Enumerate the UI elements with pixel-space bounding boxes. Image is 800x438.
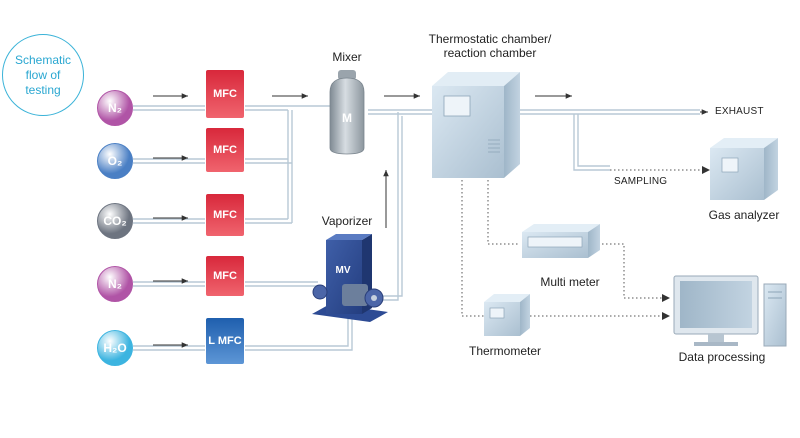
mfc-1: MFC (206, 70, 244, 118)
pipe-network (133, 105, 700, 351)
exhaust-label: EXHAUST (715, 106, 764, 117)
chamber-label: Thermostatic chamber/ reaction chamber (429, 32, 552, 60)
signal-lines (461, 169, 702, 317)
schematic-badge: Schematic flow of testing (2, 34, 84, 116)
gas-source-co2: CO₂ (97, 203, 133, 239)
chamber-label-line-1: Thermostatic chamber/ (428, 32, 552, 46)
mixer-cylinder (329, 70, 365, 155)
thermometer-label: Thermometer (468, 344, 542, 358)
flow-arrows (153, 93, 708, 348)
mfc-2: MFC (206, 128, 244, 172)
gas-source-h2o: H₂O (97, 330, 133, 366)
gas-source-n2-second: N₂ (97, 266, 133, 302)
chamber-label-line-2: reaction chamber (443, 46, 537, 60)
multi-meter-label: Multi meter (540, 275, 600, 289)
gas-analyzer-label: Gas analyzer (708, 208, 780, 222)
multi-meter-box (522, 224, 600, 258)
computer-workstation (673, 275, 787, 347)
badge-line-1: Schematic (14, 52, 72, 67)
gas-analyzer-box (710, 138, 778, 200)
arrow-to-data-processing-1 (662, 294, 670, 302)
arrow-to-gas-analyzer (702, 166, 710, 174)
data-processing-label: Data processing (678, 350, 766, 364)
liquid-mfc: L MFC (206, 318, 244, 364)
mixer-label: Mixer (332, 50, 362, 64)
chamber-box (432, 72, 520, 178)
arrow-to-data-processing-2 (662, 312, 670, 320)
gas-source-n2: N₂ (97, 90, 133, 126)
mfc-4: MFC (206, 256, 244, 296)
sampling-label: SAMPLING (614, 176, 668, 187)
gas-source-o2: O₂ (97, 143, 133, 179)
badge-line-2: flow of (25, 67, 61, 82)
mixer-body-letter: M (342, 111, 352, 125)
mfc-3: MFC (206, 194, 244, 236)
badge-line-3: testing (25, 82, 61, 97)
vaporizer-unit (312, 234, 388, 322)
vaporizer-body-letter: MV (335, 265, 351, 276)
thermometer-box (484, 294, 530, 336)
vaporizer-label: Vaporizer (321, 214, 373, 228)
